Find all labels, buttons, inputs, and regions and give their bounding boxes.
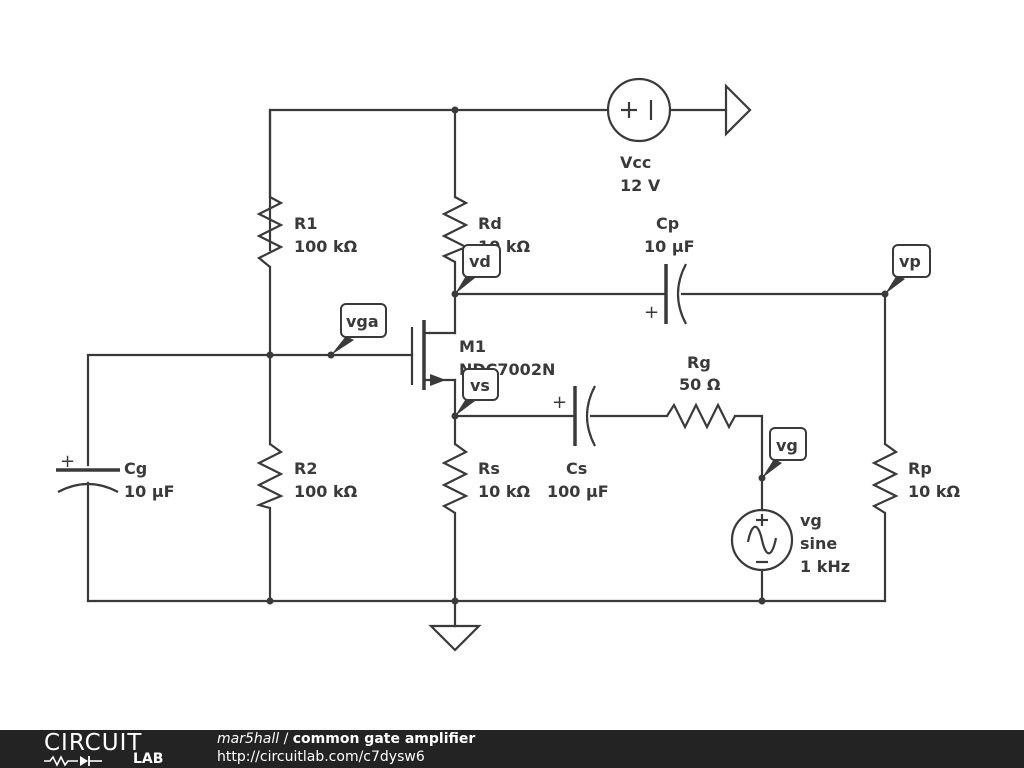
- svg-text:R2: R2: [294, 459, 317, 478]
- circuit-schematic: Vcc 12 V + + +: [56, 77, 960, 652]
- author-link[interactable]: mar5hall: [217, 731, 280, 747]
- circuitlab-logo[interactable]: CIRCUIT: [44, 730, 143, 756]
- svg-text:10 µF: 10 µF: [644, 237, 695, 256]
- svg-text:vg: vg: [800, 511, 822, 530]
- svg-text:12 V: 12 V: [620, 176, 661, 195]
- capacitor-cg[interactable]: +: [56, 451, 120, 493]
- footer-separator: /: [283, 731, 289, 747]
- svg-text:+: +: [644, 302, 659, 323]
- svg-text:Cg: Cg: [124, 459, 147, 478]
- wires: [86, 108, 887, 628]
- svg-text:Cs: Cs: [566, 459, 587, 478]
- resistor-rp[interactable]: [871, 443, 899, 514]
- svg-text:50 Ω: 50 Ω: [679, 375, 721, 394]
- ground-arrow-icon: [724, 83, 752, 137]
- label-r2: R2 100 kΩ: [294, 459, 358, 501]
- probe-vga[interactable]: vga: [331, 303, 387, 355]
- svg-text:vd: vd: [469, 252, 491, 271]
- svg-text:vga: vga: [346, 312, 379, 331]
- footer-bar: CIRCUIT LAB mar5hall / common gate ampli…: [0, 730, 1024, 768]
- svg-text:10 kΩ: 10 kΩ: [478, 482, 530, 501]
- resistor-rg[interactable]: [666, 402, 736, 430]
- svg-text:Rg: Rg: [687, 353, 711, 372]
- svg-text:vs: vs: [470, 376, 490, 395]
- label-cp: Cp 10 µF: [644, 214, 695, 256]
- vcc-label: Vcc 12 V: [620, 153, 661, 195]
- svg-text:M1: M1: [459, 337, 486, 356]
- footer-title-line: mar5hall / common gate amplifier: [217, 731, 475, 747]
- label-cg: Cg 10 µF: [124, 459, 175, 501]
- resistor-r1[interactable]: [256, 196, 284, 268]
- svg-text:Rd: Rd: [478, 214, 502, 233]
- svg-text:R1: R1: [294, 214, 317, 233]
- svg-text:10 µF: 10 µF: [124, 482, 175, 501]
- svg-text:sine: sine: [800, 534, 837, 553]
- circuit-url[interactable]: http://circuitlab.com/c7dysw6: [217, 749, 425, 765]
- label-cs: Cs 100 µF: [547, 459, 609, 501]
- svg-text:1 kHz: 1 kHz: [800, 557, 850, 576]
- probe-vp[interactable]: vp: [885, 244, 931, 294]
- svg-text:Cp: Cp: [656, 214, 679, 233]
- label-rs: Rs 10 kΩ: [478, 459, 530, 501]
- probe-vs[interactable]: vs: [455, 368, 499, 416]
- circuit-symbol-icon: [44, 755, 102, 767]
- label-rg: Rg 50 Ω: [679, 353, 721, 394]
- circuit-title: common gate amplifier: [292, 731, 476, 747]
- vcc-source[interactable]: [606, 77, 672, 143]
- probe-vg[interactable]: vg: [762, 427, 807, 478]
- capacitor-cs[interactable]: +: [552, 385, 596, 447]
- label-rd: Rd 10 kΩ: [478, 214, 530, 256]
- circuitlab-logo-lab: LAB: [133, 751, 164, 767]
- resistor-rd[interactable]: [441, 196, 469, 263]
- svg-text:+: +: [60, 451, 75, 472]
- label-vg: vg sine 1 kHz: [800, 511, 850, 576]
- label-rp: Rp 10 kΩ: [908, 459, 960, 501]
- mosfet-m1[interactable]: [410, 320, 446, 390]
- svg-text:10 kΩ: 10 kΩ: [908, 482, 960, 501]
- ground-icon: [428, 624, 482, 652]
- label-r1: R1 100 kΩ: [294, 214, 358, 256]
- resistor-rs[interactable]: [441, 443, 469, 514]
- ac-source-vg[interactable]: [730, 508, 794, 572]
- svg-text:100 µF: 100 µF: [547, 482, 609, 501]
- capacitor-cp[interactable]: +: [644, 263, 687, 325]
- svg-text:Rs: Rs: [478, 459, 500, 478]
- svg-text:+: +: [552, 392, 567, 413]
- svg-text:100 kΩ: 100 kΩ: [294, 482, 358, 501]
- svg-text:vg: vg: [776, 436, 798, 455]
- svg-text:Rp: Rp: [908, 459, 932, 478]
- svg-text:Vcc: Vcc: [620, 153, 651, 172]
- resistor-r2[interactable]: [255, 443, 284, 510]
- svg-text:100 kΩ: 100 kΩ: [294, 237, 358, 256]
- probe-vd[interactable]: vd: [455, 244, 501, 294]
- svg-text:vp: vp: [899, 252, 921, 271]
